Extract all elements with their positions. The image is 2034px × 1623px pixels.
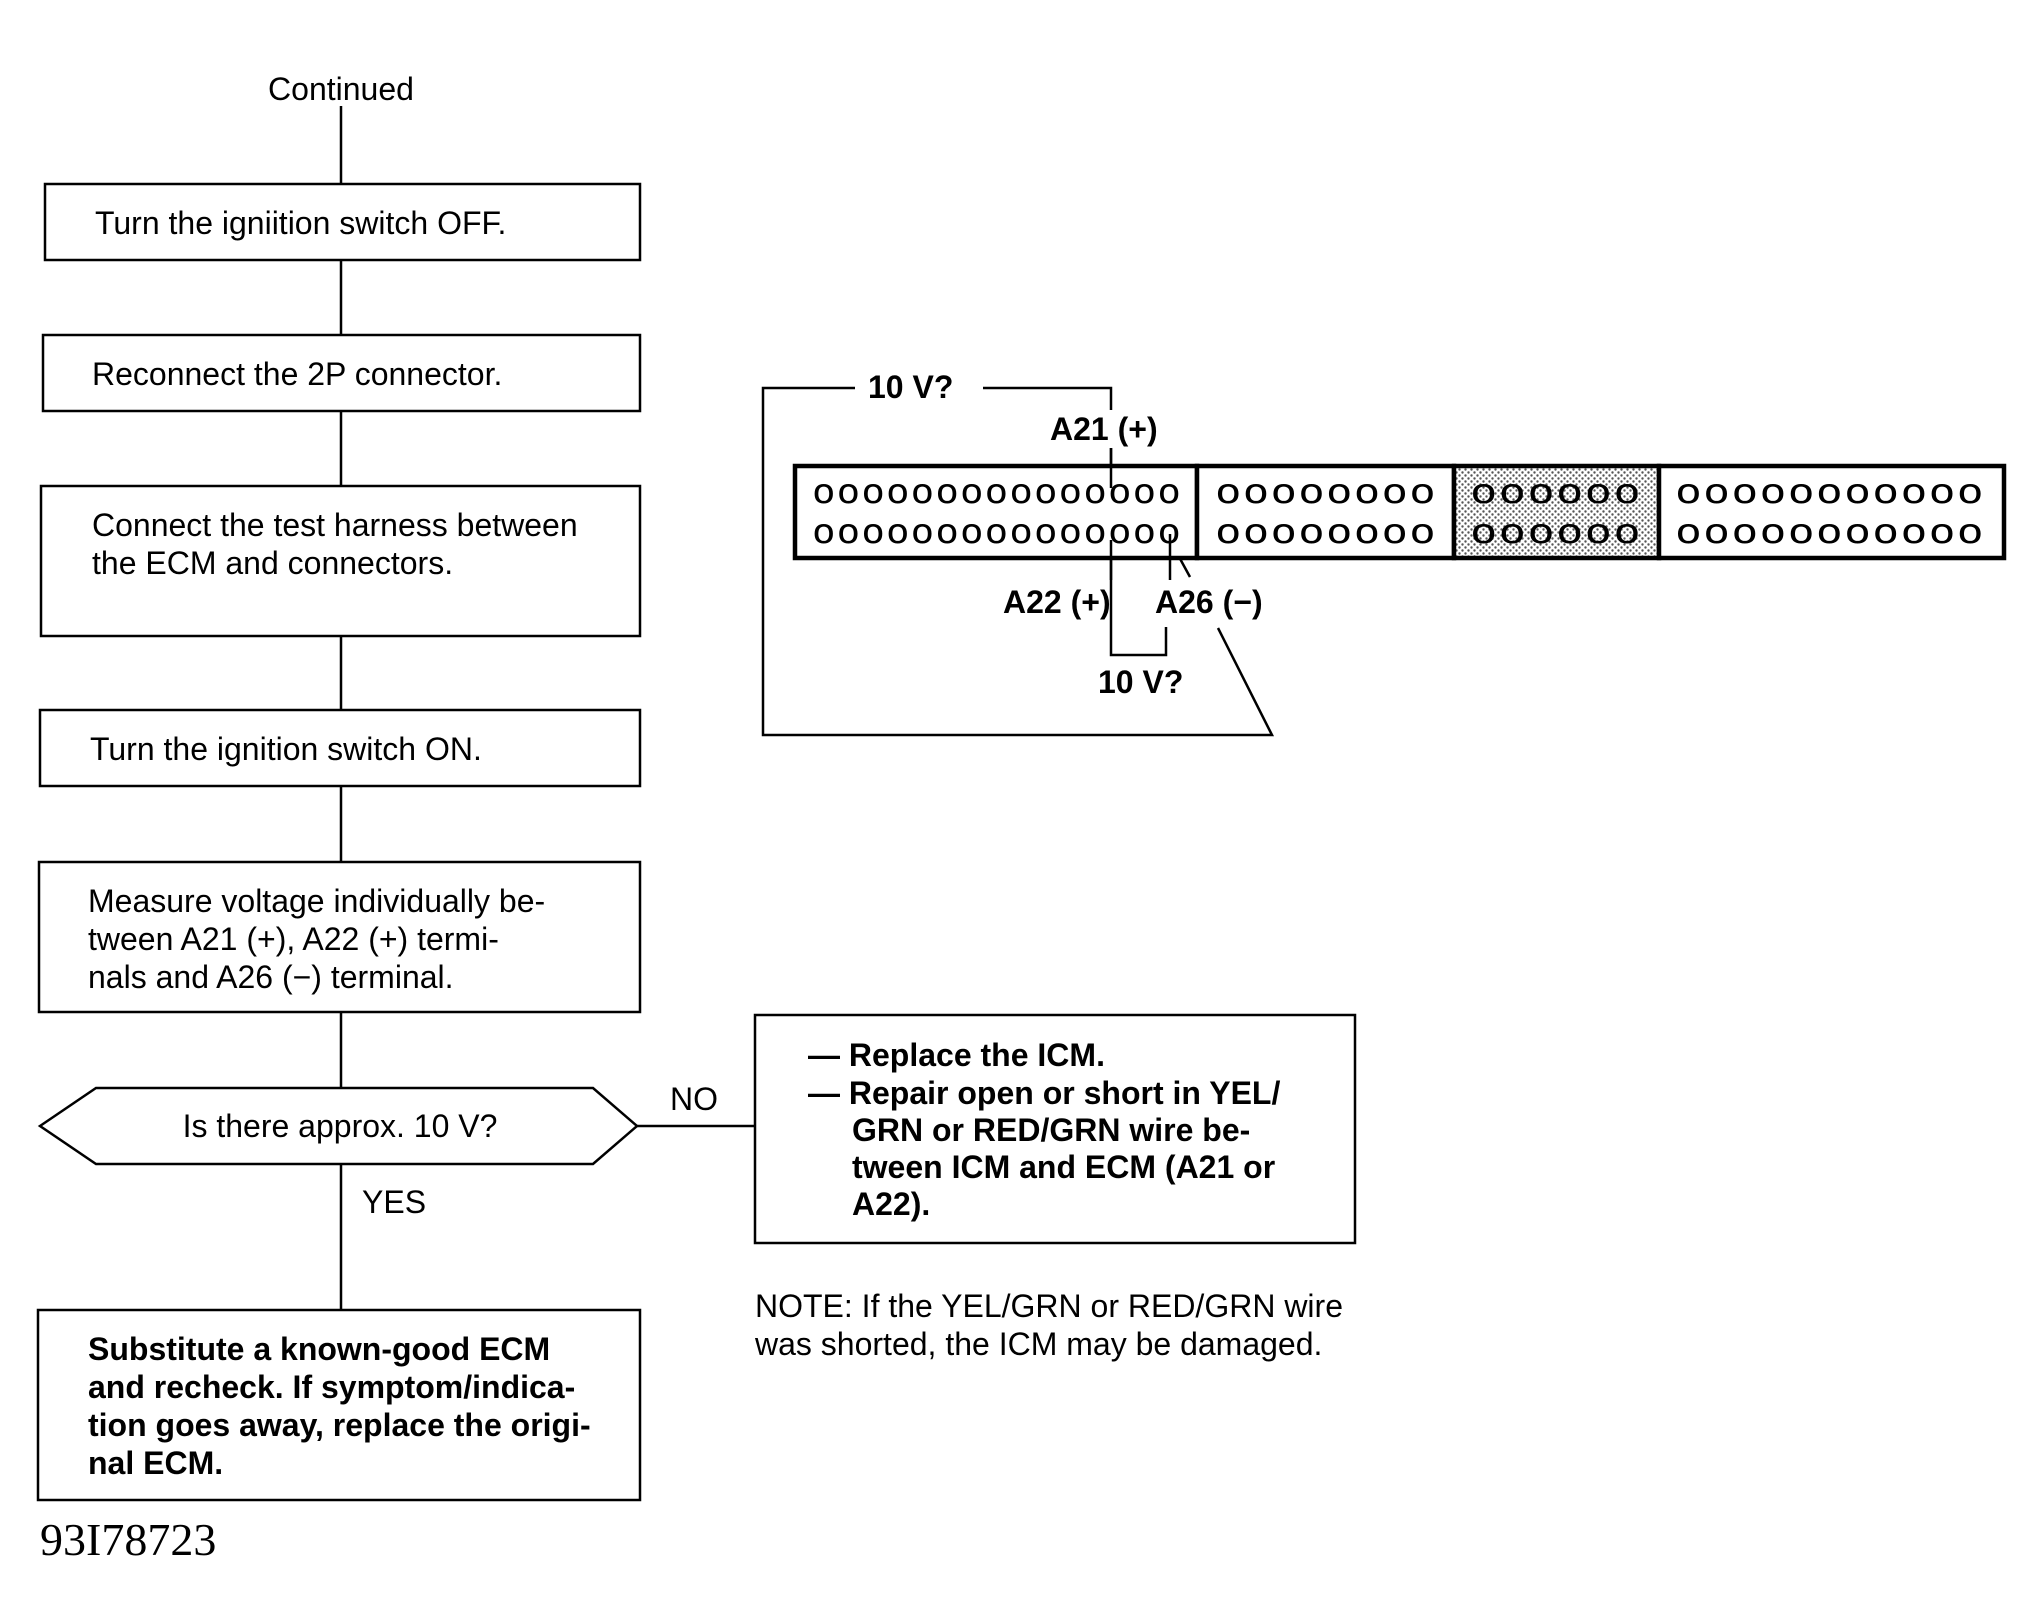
step-text-line3: nals and A26 (−) terminal.	[88, 959, 454, 995]
note-line1: NOTE: If the YEL/GRN or RED/GRN wire	[755, 1288, 1343, 1324]
result-text-line4: nal ECM.	[88, 1445, 223, 1481]
result-yes-substitute-ecm: Substitute a known-good ECM and recheck.…	[36, 1308, 642, 1502]
step-text-line1: Connect the test harness between	[92, 507, 578, 543]
pin-a26-label: A26 (−)	[1155, 584, 1263, 620]
step-text-line2: the ECM and connectors.	[92, 545, 453, 581]
step-reconnect-connector: Reconnect the 2P connector.	[41, 333, 642, 413]
decision-approx-10v: Is there approx. 10 V?	[37, 1086, 639, 1166]
result-text-line5: A22).	[852, 1186, 930, 1222]
connector-section-4	[1656, 463, 2007, 561]
note-line2: was shorted, the ICM may be damaged.	[754, 1326, 1322, 1362]
document-id: 93I78723	[40, 1514, 216, 1565]
section1-row1-pins: ooooooooooooooo	[812, 472, 1182, 512]
result-text-line1: Substitute a known-good ECM	[88, 1331, 550, 1367]
section2-row1-pins: oooooooo	[1215, 472, 1437, 512]
result-text-line3: tion goes away, replace the origi-	[88, 1407, 591, 1443]
section3-row1-pins: oooooo	[1470, 472, 1642, 512]
step-connect-test-harness: Connect the test harness between the ECM…	[39, 484, 642, 638]
decision-text: Is there approx. 10 V?	[183, 1108, 498, 1144]
connector-section-2	[1194, 463, 1457, 561]
ecm-connector-diagram: 10 V? A21 (+) ooooooooooooooo oooooooooo…	[761, 369, 2007, 737]
result-text-line3: GRN or RED/GRN wire be-	[852, 1112, 1250, 1148]
top-voltage-label: 10 V?	[868, 369, 953, 405]
step-text-line1: Measure voltage individually be-	[88, 883, 545, 919]
section4-row2-pins: ooooooooooo	[1675, 512, 1985, 552]
step-turn-ignition-on: Turn the ignition switch ON.	[38, 708, 642, 788]
section4-row1-pins: ooooooooooo	[1675, 472, 1985, 512]
note: NOTE: If the YEL/GRN or RED/GRN wire was…	[754, 1288, 1343, 1362]
flow-lines	[339, 106, 755, 1310]
step-text-line2: tween A21 (+), A22 (+) termi-	[88, 921, 499, 957]
yes-branch-label: YES	[362, 1184, 426, 1220]
result-text-line1: — Replace the ICM.	[808, 1037, 1105, 1073]
step-text: Turn the igniition switch OFF.	[95, 205, 506, 241]
step-measure-voltage: Measure voltage individually be- tween A…	[37, 860, 642, 1014]
bottom-voltage-label: 10 V?	[1098, 664, 1183, 700]
result-no-replace-icm: — Replace the ICM. — Repair open or shor…	[753, 1013, 1357, 1245]
pin-a21-label: A21 (+)	[1050, 411, 1158, 447]
continued-label: Continued	[268, 71, 414, 107]
section3-row2-pins: oooooo	[1470, 512, 1642, 552]
probe-leads	[1109, 448, 1172, 580]
step-turn-ignition-off: Turn the igniition switch OFF.	[43, 182, 642, 262]
test-lead-loop	[761, 386, 1275, 737]
result-text-line2: and recheck. If symptom/indica-	[88, 1369, 575, 1405]
section2-row2-pins: oooooooo	[1215, 512, 1437, 552]
pin-a22-label: A22 (+)	[1003, 584, 1111, 620]
result-text-line2: — Repair open or short in YEL/	[808, 1075, 1280, 1111]
no-branch-label: NO	[670, 1081, 718, 1117]
step-text: Reconnect the 2P connector.	[92, 356, 502, 392]
result-text-line4: tween ICM and ECM (A21 or	[852, 1149, 1275, 1185]
step-text: Turn the ignition switch ON.	[90, 731, 482, 767]
section1-row2-pins: ooooooooooooooo	[812, 512, 1182, 552]
